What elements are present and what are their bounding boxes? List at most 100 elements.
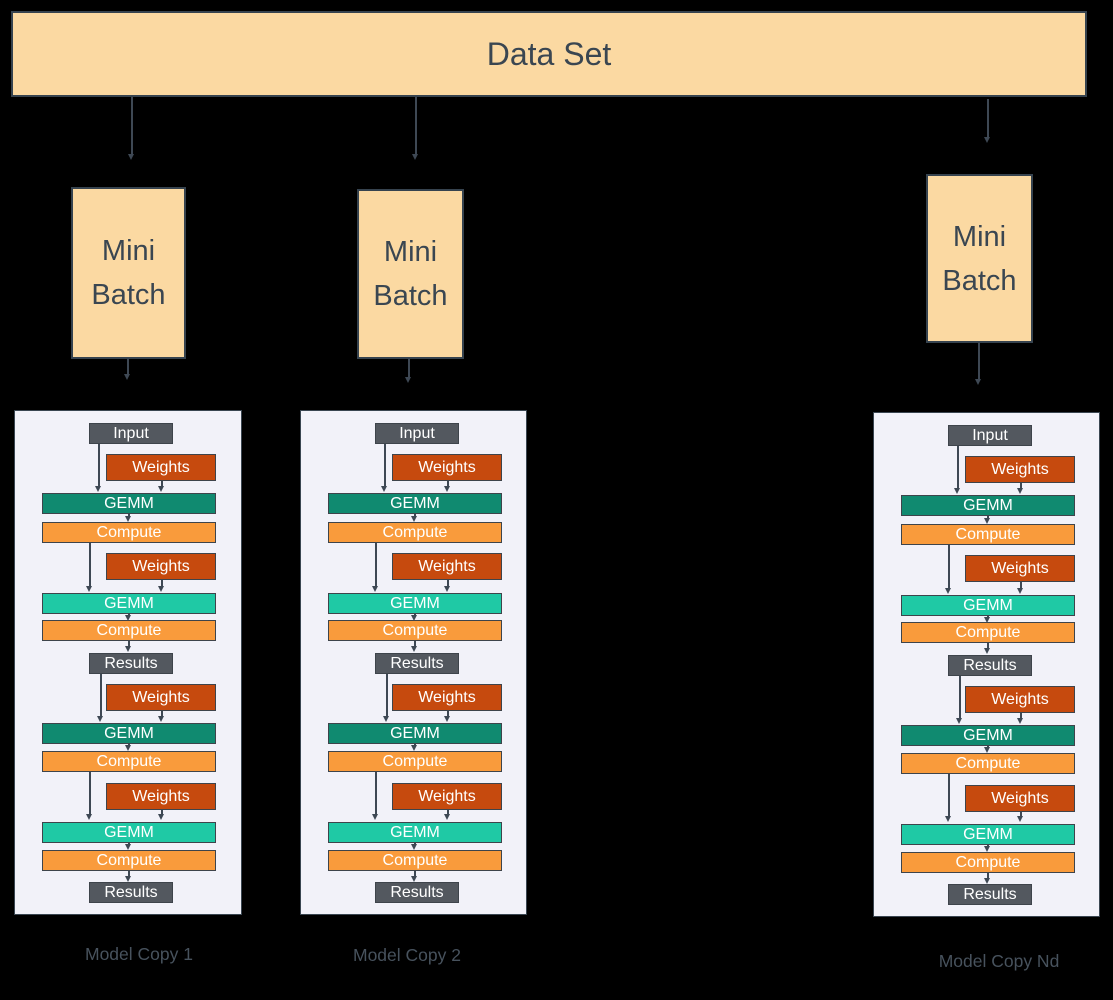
node-input: Input <box>948 425 1032 446</box>
node-weights: Weights <box>965 555 1075 582</box>
mini-batch-box: Mini Batch <box>71 187 186 359</box>
node-compute: Compute <box>328 522 502 543</box>
node-input: Input <box>375 423 459 444</box>
node-gemm: GEMM <box>328 723 502 744</box>
node-weights: Weights <box>965 456 1075 483</box>
flow-arrow <box>126 871 131 882</box>
flow-arrow <box>976 343 981 385</box>
flow-arrow <box>126 641 131 652</box>
node-input: Input <box>89 423 173 444</box>
model-copy-panel: Input Weights GEMM Compute Weights GEMM … <box>14 410 242 915</box>
node-weights: Weights <box>965 785 1075 812</box>
flow-arrow <box>985 616 990 623</box>
node-gemm: GEMM <box>901 495 1075 516</box>
dataset-box: Data Set <box>11 11 1087 97</box>
node-weights: Weights <box>965 686 1075 713</box>
model-copy-panel: Input Weights GEMM Compute Weights GEMM … <box>873 412 1100 917</box>
node-compute: Compute <box>328 751 502 772</box>
flow-arrow <box>412 641 417 652</box>
node-weights: Weights <box>106 684 216 711</box>
flow-arrow <box>125 359 130 380</box>
model-copy-panel: Input Weights GEMM Compute Weights GEMM … <box>300 410 527 915</box>
flow-arrow <box>126 744 131 751</box>
flow-arrow <box>985 746 990 753</box>
node-results: Results <box>375 882 459 903</box>
node-compute: Compute <box>328 620 502 641</box>
node-gemm: GEMM <box>42 723 216 744</box>
model-copy-caption: Model Copy 2 <box>353 945 461 965</box>
node-weights: Weights <box>392 454 502 481</box>
flow-arrow <box>87 772 92 820</box>
flow-arrow <box>1018 812 1023 822</box>
flow-arrow <box>126 614 131 621</box>
flow-arrow <box>985 873 990 884</box>
node-gemm: GEMM <box>42 493 216 514</box>
node-gemm: GEMM <box>328 593 502 614</box>
flow-arrow <box>1018 582 1023 594</box>
node-compute: Compute <box>901 852 1075 873</box>
flow-arrow <box>384 674 389 722</box>
flow-arrow <box>985 99 990 143</box>
flow-arrow <box>412 744 417 751</box>
flow-arrow <box>412 514 417 522</box>
flow-arrow <box>406 359 411 383</box>
node-gemm: GEMM <box>901 824 1075 845</box>
flow-arrow <box>445 810 450 820</box>
node-results: Results <box>375 653 459 674</box>
node-compute: Compute <box>42 850 216 871</box>
flow-arrow <box>957 676 962 724</box>
flow-arrow <box>159 481 164 492</box>
flow-arrow <box>1018 483 1023 494</box>
mini-batch-box: Mini Batch <box>357 189 464 359</box>
node-weights: Weights <box>106 454 216 481</box>
node-gemm: GEMM <box>42 593 216 614</box>
node-gemm: GEMM <box>901 595 1075 616</box>
flow-arrow <box>985 643 990 654</box>
model-copy-caption: Model Copy 1 <box>85 944 193 964</box>
flow-arrow <box>373 543 378 592</box>
node-compute: Compute <box>901 622 1075 643</box>
flow-arrow <box>126 514 131 522</box>
node-weights: Weights <box>392 553 502 580</box>
node-gemm: GEMM <box>42 822 216 843</box>
node-results: Results <box>948 884 1032 905</box>
node-compute: Compute <box>42 620 216 641</box>
node-compute: Compute <box>328 850 502 871</box>
flow-arrow <box>96 444 101 492</box>
flow-arrow <box>946 774 951 822</box>
flow-arrow <box>955 446 960 494</box>
node-compute: Compute <box>42 522 216 543</box>
mini-batch-box: Mini Batch <box>926 174 1033 343</box>
node-results: Results <box>89 882 173 903</box>
flow-arrow <box>985 845 990 852</box>
node-compute: Compute <box>901 753 1075 774</box>
flow-arrow <box>412 871 417 882</box>
node-weights: Weights <box>392 783 502 810</box>
node-gemm: GEMM <box>901 725 1075 746</box>
flow-arrow <box>159 810 164 820</box>
node-gemm: GEMM <box>328 822 502 843</box>
model-copy-caption: Model Copy Nd <box>938 951 1060 971</box>
flow-arrow <box>87 543 92 592</box>
flow-arrow <box>1018 713 1023 724</box>
flow-arrow <box>159 711 164 722</box>
flow-arrow <box>445 580 450 592</box>
flow-arrow <box>946 545 951 594</box>
flow-arrow <box>373 772 378 820</box>
flow-arrow <box>159 580 164 592</box>
flow-arrow <box>445 711 450 722</box>
flow-arrow <box>445 481 450 492</box>
flow-arrow <box>382 444 387 492</box>
flow-arrow <box>985 516 990 524</box>
node-weights: Weights <box>106 783 216 810</box>
flow-arrow <box>412 614 417 621</box>
flow-arrow <box>412 843 417 850</box>
flow-arrow <box>126 843 131 850</box>
node-compute: Compute <box>901 524 1075 545</box>
node-weights: Weights <box>106 553 216 580</box>
node-results: Results <box>948 655 1032 676</box>
node-weights: Weights <box>392 684 502 711</box>
flow-arrow <box>98 674 103 722</box>
node-compute: Compute <box>42 751 216 772</box>
